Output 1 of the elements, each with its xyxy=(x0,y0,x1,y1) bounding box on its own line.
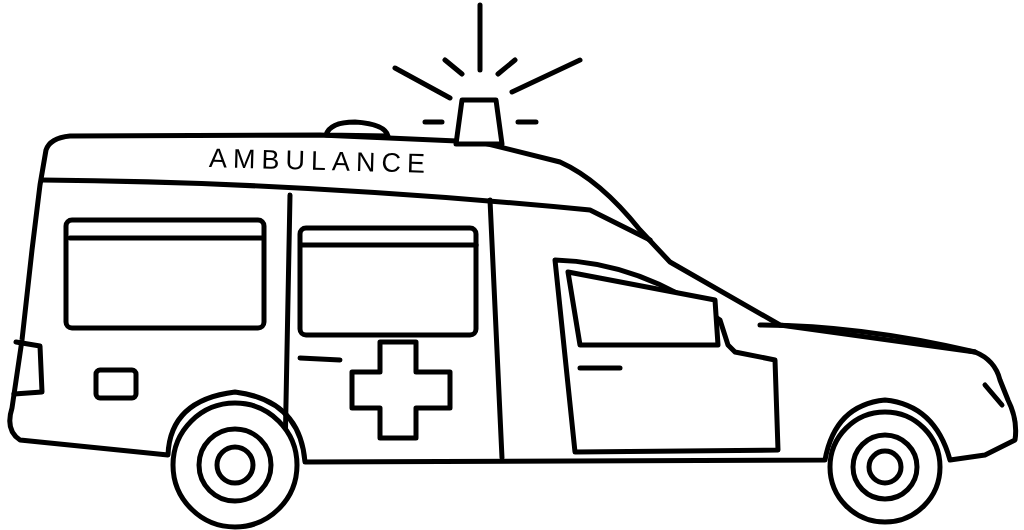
vehicle-lettering: AMBULANCE xyxy=(207,142,433,181)
